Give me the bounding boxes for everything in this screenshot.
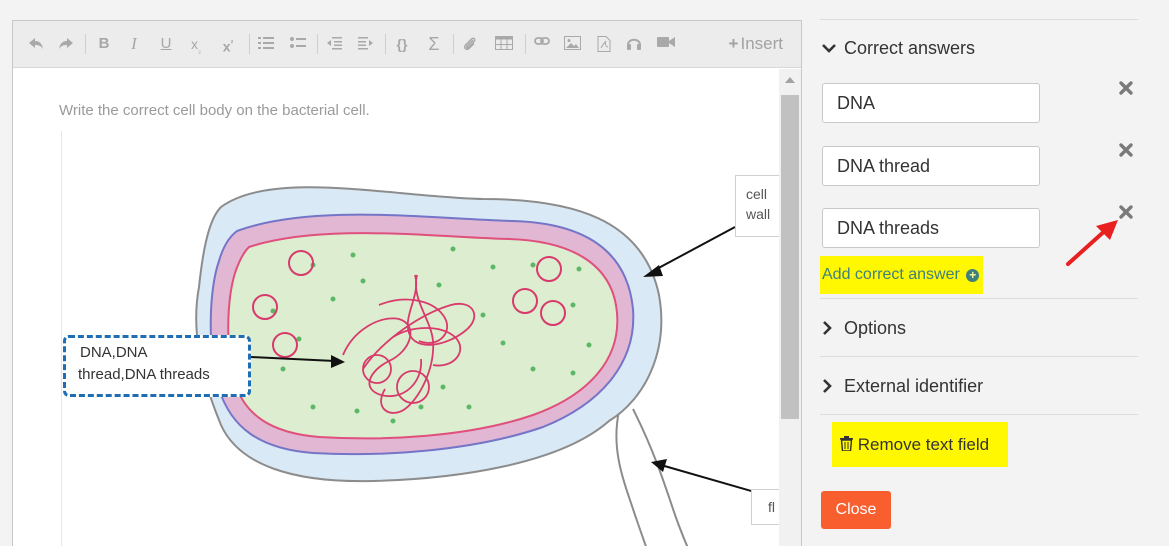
chevron-down-icon (822, 38, 844, 59)
annotation-arrow-icon (1066, 220, 1118, 266)
editor-content[interactable]: Write the correct cell body on the bacte… (13, 69, 779, 546)
scroll-up-icon[interactable] (785, 77, 795, 83)
trash-icon (840, 435, 858, 454)
delete-answer-icon[interactable] (1118, 204, 1136, 222)
image-icon[interactable] (563, 33, 581, 55)
delete-answer-icon[interactable] (1118, 80, 1136, 98)
section-options[interactable]: Options (822, 318, 906, 339)
divider (820, 19, 1138, 20)
underline-icon[interactable]: U (160, 35, 172, 52)
sigma-icon[interactable]: Σ (428, 34, 440, 54)
add-correct-answer-link[interactable]: Add correct answer + (820, 256, 984, 294)
image-border (61, 131, 62, 546)
toolbar-separator (525, 34, 526, 54)
flagellum-label[interactable]: fl (751, 489, 779, 525)
toolbar-separator (317, 34, 318, 54)
code-icon[interactable]: {} (396, 36, 408, 52)
answer-input[interactable]: DNA thread (822, 146, 1040, 186)
divider (820, 356, 1138, 357)
editor-scrollbar[interactable] (779, 69, 801, 546)
dna-label-line1: DNA,DNA (80, 344, 148, 361)
remove-text-field-button[interactable]: Remove text field (832, 422, 1008, 467)
divider (820, 298, 1138, 299)
undo-icon[interactable] (27, 33, 45, 55)
answer-input[interactable]: DNA (822, 83, 1040, 123)
editor-toolbar: B I U x₂ x² {} Σ (13, 21, 801, 68)
superscript-icon[interactable]: x² (222, 38, 234, 55)
link-icon[interactable] (533, 33, 551, 55)
bullet-list-icon[interactable] (289, 33, 307, 55)
paperclip-icon[interactable] (461, 33, 479, 55)
subscript-icon[interactable]: x₂ (190, 36, 202, 55)
chevron-right-icon (822, 318, 844, 339)
divider (820, 414, 1138, 415)
ordered-list-icon[interactable] (257, 33, 275, 55)
dna-label-field[interactable]: DNA,DNA thread,DNA threads (63, 335, 251, 397)
insert-button[interactable]: +Insert (728, 34, 783, 53)
toolbar-separator (453, 34, 454, 54)
plus-circle-icon: + (966, 269, 980, 282)
audio-icon[interactable] (625, 33, 643, 55)
toolbar-separator (385, 34, 386, 54)
section-correct-answers[interactable]: Correct answers (822, 38, 975, 59)
pdf-icon[interactable] (595, 33, 613, 55)
italic-icon[interactable]: I (131, 34, 137, 53)
section-external-identifier[interactable]: External identifier (822, 376, 983, 397)
video-icon[interactable] (657, 33, 675, 55)
plus-icon: + (728, 34, 739, 53)
close-button[interactable]: Close (821, 491, 891, 529)
answer-input[interactable]: DNA threads (822, 208, 1040, 248)
chevron-right-icon (822, 376, 844, 397)
scrollbar-thumb[interactable] (781, 95, 799, 419)
toolbar-separator (249, 34, 250, 54)
table-icon[interactable] (495, 33, 513, 55)
properties-panel: Correct answers DNA DNA thread DNA threa… (820, 0, 1169, 546)
outdent-icon[interactable] (325, 33, 343, 55)
bacterial-cell-illustration (195, 186, 779, 546)
bold-icon[interactable]: B (98, 35, 110, 52)
cell-wall-label[interactable]: cell wall (735, 175, 779, 237)
delete-answer-icon[interactable] (1118, 142, 1136, 160)
indent-icon[interactable] (357, 33, 375, 55)
dna-label-line2: thread,DNA threads (78, 366, 210, 383)
instruction-text: Write the correct cell body on the bacte… (59, 102, 370, 119)
redo-icon[interactable] (57, 33, 75, 55)
rich-text-editor: B I U x₂ x² {} Σ (12, 20, 802, 546)
toolbar-separator (85, 34, 86, 54)
